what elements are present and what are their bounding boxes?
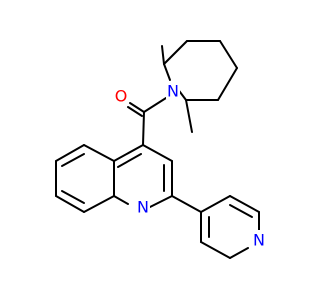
carbonyl-to-ring-bond <box>142 111 145 146</box>
piperidine-nitrogen-label: N <box>167 82 179 101</box>
methyl-bond-top <box>161 45 165 65</box>
bond <box>113 195 129 205</box>
bond <box>200 195 231 213</box>
molecule-structure: O N N N <box>55 40 266 259</box>
quinoline-to-pyridine-bond <box>171 195 202 213</box>
bond <box>200 241 231 259</box>
bond <box>83 195 115 213</box>
bond <box>55 144 85 162</box>
label-background <box>166 81 180 99</box>
atom-quinoline-nitrogen: N <box>136 197 150 217</box>
label-background <box>114 86 128 104</box>
label-background <box>252 230 266 248</box>
piperidine-ring <box>163 40 238 101</box>
label-background <box>136 197 150 215</box>
bond <box>142 144 173 162</box>
quinoline-nitrogen-label: N <box>137 198 149 217</box>
bond <box>113 144 144 162</box>
methyl-bond-bottom <box>185 99 193 133</box>
bond <box>163 63 171 81</box>
pyridine-nitrogen-label: N <box>253 231 265 250</box>
carbonyl-double-bond-b <box>127 106 143 117</box>
bond <box>229 247 249 259</box>
bond <box>55 195 85 213</box>
atom-pyridine-nitrogen: N <box>252 230 266 250</box>
pyridine-ring <box>200 195 260 259</box>
bond <box>61 153 85 167</box>
bond <box>117 153 142 168</box>
bond <box>217 67 238 101</box>
molecule-canvas: O N N N <box>55 40 266 259</box>
bond <box>229 204 253 218</box>
bond <box>149 195 173 208</box>
carbonyl-to-nitrogen-bond <box>143 97 167 113</box>
atom-piperidine-nitrogen: N <box>166 81 180 101</box>
bond <box>229 195 260 213</box>
bond <box>83 144 115 162</box>
bond <box>219 40 238 69</box>
bond <box>163 40 188 65</box>
bond <box>61 190 85 204</box>
quinoline-ring-system <box>55 144 173 213</box>
atom-oxygen: O <box>114 86 128 106</box>
oxygen-label: O <box>115 87 128 106</box>
carbonyl-double-bond-a <box>129 102 145 113</box>
